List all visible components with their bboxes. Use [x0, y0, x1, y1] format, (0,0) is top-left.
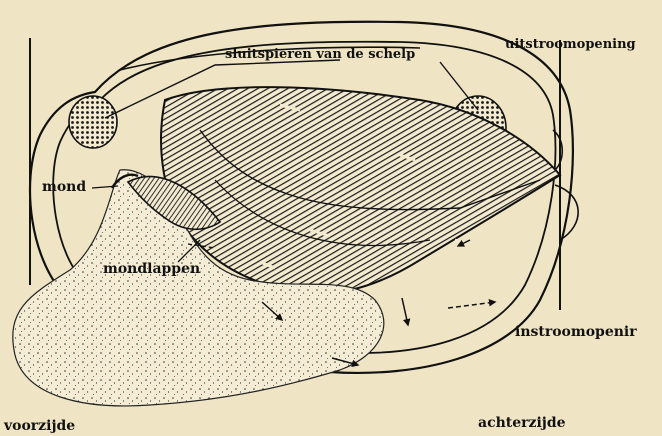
label-front: voorzijde: [4, 419, 75, 433]
label-muscles: sluitspieren van de schelp: [225, 48, 415, 61]
label-outflow: uitstroomopening: [505, 38, 636, 51]
anterior-muscle: [69, 96, 117, 148]
muscle-leader-2: [440, 62, 478, 110]
label-mouth: mond: [42, 180, 86, 194]
label-inflow: instroomopenir: [515, 325, 637, 339]
label-palps: mondlappen: [103, 262, 200, 276]
label-back: achterzijde: [478, 416, 566, 430]
